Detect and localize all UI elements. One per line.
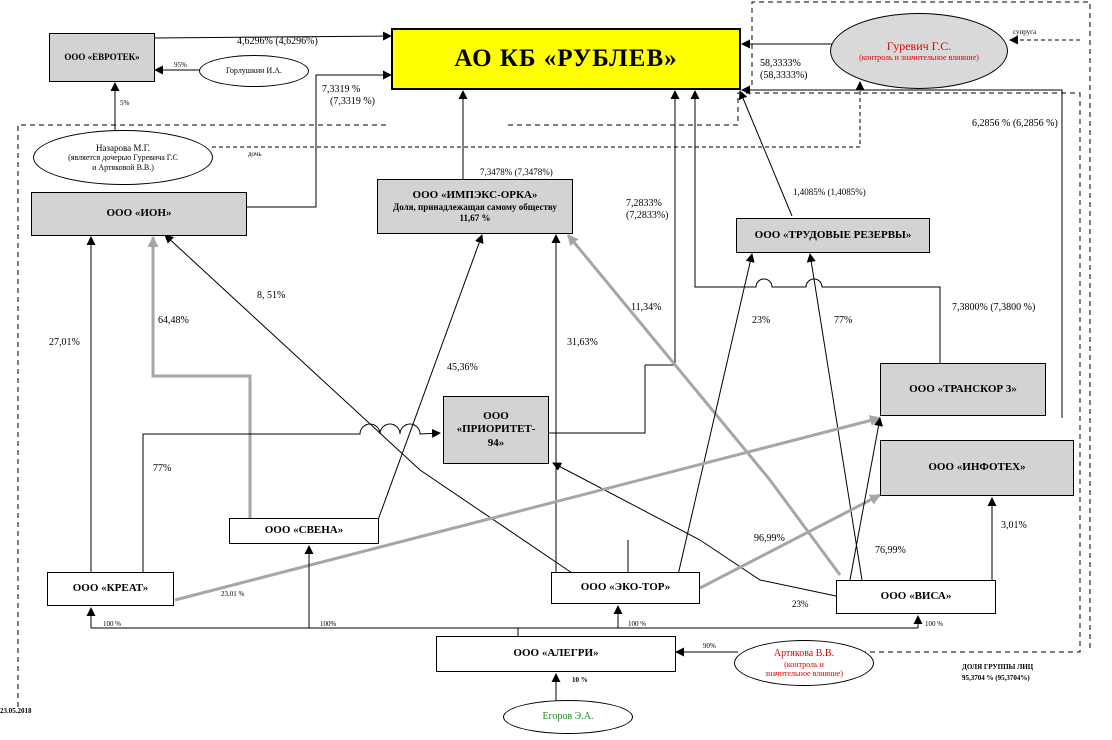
egorov-name: Егоров Э.А. <box>542 711 594 723</box>
edge-infoteh-main <box>741 85 1063 418</box>
label-eko-main-1: 7,2833% <box>626 198 662 209</box>
edge-eko-main <box>627 91 675 575</box>
transkor-box[interactable]: ООО «ТРАНСКОР 3» <box>880 363 1046 416</box>
artyakova-name: Артякова В.В. <box>773 648 835 660</box>
artyakova-note2: значительное влияние) <box>765 668 843 678</box>
label-artyakova-alegri: 90% <box>703 642 716 650</box>
label-visa-infoteh: 3,01% <box>1001 520 1027 531</box>
prioritet-line1: ООО <box>483 410 509 423</box>
impeks-orka-box[interactable]: ООО «ИМПЭКС-ОРКА» Доля, принадлежащая са… <box>377 179 573 234</box>
edge-eko-ion <box>164 234 576 576</box>
egorov-ellipse[interactable]: Егоров Э.А. <box>503 700 633 734</box>
impeks-orka-title: ООО «ИМПЭКС-ОРКА» <box>412 189 538 202</box>
evrotek-box[interactable]: ООО «ЕВРОТЕК» <box>49 33 155 82</box>
label-infoteh-main: 6,2856 % (6,2856 %) <box>972 118 1058 129</box>
impeks-orka-subtitle: Доля, принадлежащая самому обществу <box>393 202 557 213</box>
label-alegri-kreat: 100 % <box>103 620 122 628</box>
label-svena-ion: 8, 51% <box>257 290 286 301</box>
edge-kreat-transkor-grey <box>174 415 881 602</box>
prioritet-box[interactable]: ООО «ПРИОРИТЕТ- 94» <box>443 396 549 464</box>
label-alegri-visa: 100 % <box>925 620 944 628</box>
label-visa-impeks: 11,34% <box>631 302 662 313</box>
edge-alegri-children <box>91 627 918 636</box>
edge-svena-impeks <box>377 234 484 521</box>
visa-box[interactable]: ООО «ВИСА» <box>836 580 996 614</box>
svena-box[interactable]: ООО «СВЕНА» <box>229 518 379 544</box>
edge-kreat-prioritet <box>142 423 441 572</box>
gorlushkin-ellipse[interactable]: Горлушкин И.А. <box>199 55 309 87</box>
impeks-orka-sub-pct: 11,67 % <box>459 213 491 224</box>
nazarova-name: Назарова М.Г. <box>95 143 151 154</box>
label-svena-ion-grey: 64,48% <box>158 315 189 326</box>
gurevich-note: (контроль и значительное влияние) <box>859 53 979 63</box>
label-prior-impeks: 45,36% <box>447 362 478 373</box>
label-visa-trud: 77% <box>834 315 853 326</box>
artyakova-ellipse[interactable]: Артякова В.В. (контроль и значительное в… <box>734 640 874 686</box>
group-dashed-frame <box>17 92 1081 707</box>
bank-rublev-box[interactable]: АО КБ «РУБЛЕВ» <box>391 28 741 90</box>
eko-tor-box[interactable]: ООО «ЭКО-ТОР» <box>551 572 700 604</box>
group-share-value: 95,3704 % (95,3704%) <box>962 674 1030 682</box>
alegri-box[interactable]: ООО «АЛЕГРИ» <box>436 636 676 672</box>
label-trud-main: 1,4085% (1,4085%) <box>793 187 866 197</box>
prioritet-line3: 94» <box>487 436 505 449</box>
gorlushkin-name: Горлушкин И.А. <box>226 66 282 76</box>
label-evrotek-main: 4,6296% (4,6296%) <box>237 36 318 47</box>
label-kreat-prioritet: 77% <box>153 463 172 474</box>
nazarova-note1: (является дочерью Гуревича Г.С <box>68 153 178 163</box>
label-spouse: супруга <box>1013 28 1037 36</box>
edge-prior-eko-right <box>549 365 646 434</box>
gurevich-name: Гуревич Г.С. <box>886 38 952 53</box>
label-ion-main-1: 7,3319 % <box>322 84 361 95</box>
edge-ion-main <box>247 70 392 208</box>
edge-visa-trud <box>806 253 863 581</box>
label-gurevich-main-1: 58,3333% <box>760 58 801 69</box>
label-alegri-svena: 100% <box>320 620 337 628</box>
kreat-box[interactable]: ООО «КРЕАТ» <box>47 572 174 606</box>
nazarova-ellipse[interactable]: Назарова М.Г. (является дочерью Гуревича… <box>33 130 213 185</box>
edge-visa-transkor <box>849 417 883 581</box>
label-kreat-ion: 27,01% <box>49 337 80 348</box>
label-eko-infoteh: 96,99% <box>754 533 785 544</box>
edge-transkor-main <box>690 90 941 364</box>
label-eko-trud: 23% <box>752 315 771 326</box>
group-share-title: ДОЛЯ ГРУППЫ ЛИЦ <box>962 663 1034 671</box>
edge-trud-main <box>738 90 793 217</box>
edge-visa-impeks-grey <box>566 234 842 576</box>
trudovye-rezervy-box[interactable]: ООО «ТРУДОВЫЕ РЕЗЕРВЫ» <box>736 218 930 253</box>
label-alegri-eko: 100 % <box>628 620 647 628</box>
prioritet-line2: «ПРИОРИТЕТ- <box>456 423 536 436</box>
label-eko-main-2: (7,2833%) <box>626 210 669 221</box>
label-daughter: дочь <box>248 150 262 158</box>
label-visa-prioritet: 76,99% <box>875 545 906 556</box>
label-ion-main-2: (7,3319 %) <box>330 96 375 107</box>
label-nazarova-evrotek: 5% <box>120 99 130 107</box>
infoteh-box[interactable]: ООО «ИНФОТЕХ» <box>880 440 1074 496</box>
daughter-dashed-arrow <box>212 81 865 148</box>
label-egorov-alegri: 10 % <box>572 676 588 684</box>
edge-visa-prioritet <box>552 462 837 597</box>
label-eko-impeks: 31,63% <box>567 337 598 348</box>
edge-eko-trud <box>677 253 755 576</box>
edge-svena-ion-grey <box>147 236 252 520</box>
label-gorlushkin-evrotek: 95% <box>174 61 187 69</box>
nazarova-note2: и Артяковой В.В.) <box>92 162 154 172</box>
edge-evrotek-main <box>154 31 392 41</box>
label-eko-visa: 23% <box>792 599 809 609</box>
label-transkor-main: 7,3800% (7,3800 %) <box>952 302 1036 313</box>
diagram-date: 23.05.2018 <box>0 707 32 715</box>
edge-eko-infoteh-grey <box>699 493 881 590</box>
label-gurevich-main-2: (58,3333%) <box>760 70 808 81</box>
gurevich-ellipse[interactable]: Гуревич Г.С. (контроль и значительное вл… <box>830 13 1008 89</box>
gurevich-dashed-frame <box>751 1 1091 650</box>
artyakova-note1: (контроль и <box>784 659 824 669</box>
ion-box[interactable]: ООО «ИОН» <box>31 192 247 236</box>
label-impeks-main: 7,3478% (7,3478%) <box>480 167 553 177</box>
label-kreat-transkor: 23,01 % <box>221 590 245 598</box>
